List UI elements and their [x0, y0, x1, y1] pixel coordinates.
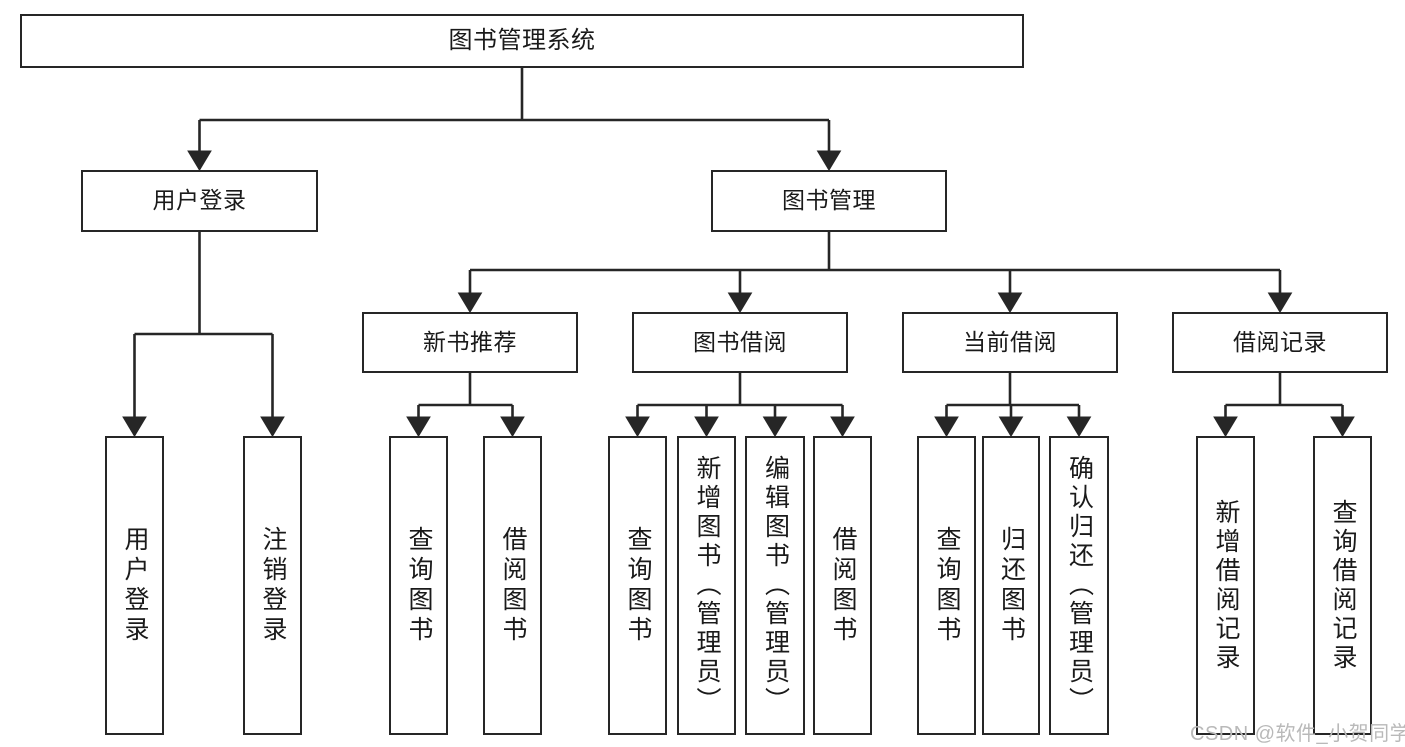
- node-user-login[interactable]: 用户登录: [81, 170, 318, 232]
- node-label: 确认归还（管理员）: [1065, 455, 1094, 716]
- leaf-edit-book-admin[interactable]: 编辑图书（管理员）: [745, 436, 805, 735]
- node-label: 图书管理系统: [448, 26, 596, 54]
- node-label: 图书管理: [782, 187, 876, 214]
- leaf-user-logout[interactable]: 注销登录: [243, 436, 302, 735]
- node-label: 查询图书: [624, 525, 652, 646]
- node-label: 查询图书: [933, 525, 961, 646]
- node-root[interactable]: 图书管理系统: [20, 14, 1024, 68]
- node-new-book-recommendation[interactable]: 新书推荐: [362, 312, 578, 373]
- node-label: 图书借阅: [693, 328, 787, 355]
- node-label: 借阅记录: [1233, 328, 1327, 355]
- node-label: 查询借阅记录: [1329, 498, 1357, 673]
- leaf-query-book-recommend[interactable]: 查询图书: [389, 436, 448, 735]
- node-current-borrow[interactable]: 当前借阅: [902, 312, 1118, 373]
- node-book-manage[interactable]: 图书管理: [711, 170, 947, 232]
- node-borrow-record[interactable]: 借阅记录: [1172, 312, 1388, 373]
- node-label: 编辑图书（管理员）: [761, 455, 790, 716]
- node-label: 新增图书（管理员）: [693, 455, 721, 716]
- leaf-borrow-book-borrow[interactable]: 借阅图书: [813, 436, 872, 735]
- node-label: 新书推荐: [423, 328, 517, 355]
- node-label: 借阅图书: [499, 525, 527, 646]
- csdn-watermark: CSDN @软件_小贺同学: [1190, 723, 1405, 745]
- node-label: 当前借阅: [963, 328, 1057, 355]
- node-label: 注销登录: [259, 525, 287, 646]
- leaf-query-borrow-record[interactable]: 查询借阅记录: [1313, 436, 1372, 735]
- node-label: 归还图书: [997, 525, 1026, 646]
- leaf-add-borrow-record[interactable]: 新增借阅记录: [1196, 436, 1255, 735]
- leaf-query-book-borrow[interactable]: 查询图书: [608, 436, 667, 735]
- leaf-add-book-admin[interactable]: 新增图书（管理员）: [677, 436, 736, 735]
- leaf-query-book-current[interactable]: 查询图书: [917, 436, 976, 735]
- node-label: 新增借阅记录: [1212, 498, 1240, 673]
- node-book-borrow[interactable]: 图书借阅: [632, 312, 848, 373]
- leaf-user-login[interactable]: 用户登录: [105, 436, 164, 735]
- leaf-return-book[interactable]: 归还图书: [982, 436, 1040, 735]
- node-label: 用户登录: [152, 187, 247, 214]
- node-label: 查询图书: [405, 525, 433, 646]
- node-label: 借阅图书: [829, 525, 857, 646]
- node-label: 用户登录: [121, 525, 149, 646]
- leaf-borrow-book-recommend[interactable]: 借阅图书: [483, 436, 542, 735]
- leaf-confirm-return-admin[interactable]: 确认归还（管理员）: [1049, 436, 1109, 735]
